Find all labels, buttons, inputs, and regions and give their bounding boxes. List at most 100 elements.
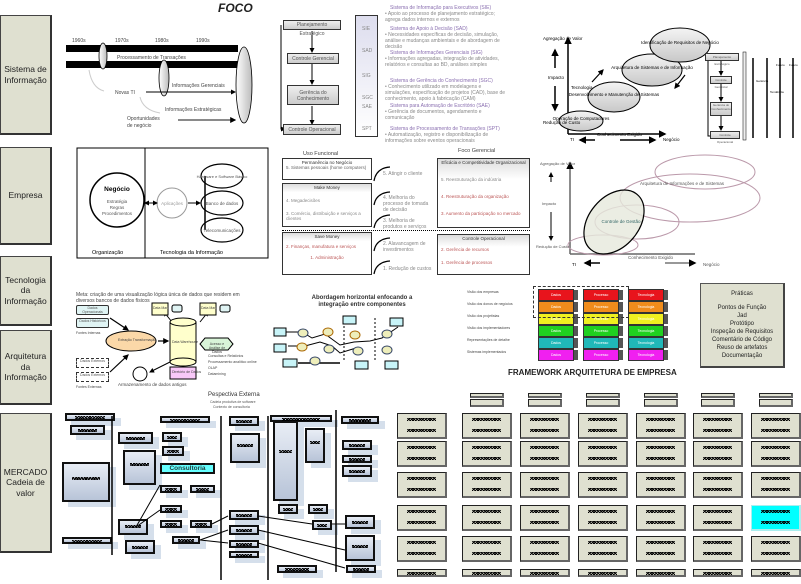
grid-cell[interactable] [578, 413, 628, 439]
grid-footer[interactable] [751, 569, 801, 577]
grid-cell[interactable] [520, 413, 570, 439]
grid-header[interactable] [528, 399, 562, 407]
value-chain-box[interactable] [70, 425, 105, 435]
value-chain-box[interactable] [345, 535, 375, 561]
value-chain-box[interactable] [62, 537, 112, 544]
framework-cell[interactable]: Tecnologia [628, 313, 664, 325]
grid-footer[interactable] [693, 569, 743, 577]
value-chain-box[interactable] [229, 416, 259, 426]
framework-cell[interactable]: Processo [583, 337, 619, 349]
grid-cell[interactable] [636, 441, 686, 467]
value-chain-box[interactable] [342, 455, 372, 463]
value-chain-box[interactable] [278, 504, 298, 514]
grid-cell[interactable] [751, 441, 801, 467]
grid-header[interactable] [759, 393, 793, 398]
value-chain-box[interactable] [160, 485, 182, 493]
framework-cell[interactable]: Processo [583, 289, 619, 301]
grid-cell[interactable] [462, 536, 512, 562]
grid-header[interactable] [528, 393, 562, 398]
grid-cell[interactable] [751, 413, 801, 439]
value-chain-box[interactable] [229, 551, 259, 558]
grid-cell[interactable] [578, 536, 628, 562]
framework-cell[interactable]: Processo [583, 325, 619, 337]
value-chain-box[interactable] [342, 465, 372, 477]
grid-cell[interactable] [636, 536, 686, 562]
grid-cell[interactable] [751, 472, 801, 498]
framework-cell[interactable]: Dados [538, 325, 574, 337]
grid-cell[interactable] [636, 472, 686, 498]
grid-cell[interactable] [397, 441, 447, 467]
value-chain-box[interactable] [305, 428, 325, 463]
framework-cell[interactable]: Tecnologia [628, 289, 664, 301]
framework-cell[interactable]: Dados [538, 301, 574, 313]
grid-cell[interactable] [462, 505, 512, 531]
framework-cell[interactable]: Dados [538, 289, 574, 301]
value-chain-box[interactable] [229, 540, 259, 548]
grid-footer[interactable] [462, 569, 512, 577]
value-chain-box[interactable] [229, 510, 259, 520]
framework-cell[interactable]: Tecnologia [628, 337, 664, 349]
value-chain-box[interactable] [273, 421, 298, 501]
value-chain-box[interactable] [308, 504, 328, 514]
grid-header[interactable] [586, 393, 620, 398]
framework-cell[interactable]: Dados [538, 337, 574, 349]
grid-footer[interactable] [397, 569, 447, 577]
grid-cell[interactable] [636, 505, 686, 531]
grid-cell[interactable] [520, 441, 570, 467]
grid-footer[interactable] [636, 569, 686, 577]
grid-cell[interactable] [693, 505, 743, 531]
value-chain-box[interactable] [160, 505, 182, 513]
grid-cell[interactable] [751, 536, 801, 562]
value-chain-box[interactable] [162, 432, 182, 442]
grid-cell[interactable] [520, 536, 570, 562]
grid-cell[interactable] [578, 441, 628, 467]
framework-cell[interactable]: Processo [583, 313, 619, 325]
grid-cell[interactable] [693, 413, 743, 439]
value-chain-box[interactable] [118, 519, 148, 535]
grid-cell[interactable] [462, 472, 512, 498]
value-chain-box[interactable] [190, 520, 212, 528]
grid-footer[interactable] [520, 569, 570, 577]
framework-cell[interactable]: Processo [583, 301, 619, 313]
grid-header[interactable] [759, 399, 793, 407]
grid-header[interactable] [644, 399, 678, 407]
value-chain-box[interactable] [65, 413, 115, 421]
value-chain-box[interactable] [160, 416, 210, 423]
grid-cell[interactable] [693, 441, 743, 467]
value-chain-box[interactable] [270, 415, 332, 422]
value-chain-box[interactable] [162, 446, 184, 456]
grid-header[interactable] [701, 399, 735, 407]
grid-cell[interactable] [397, 536, 447, 562]
value-chain-box[interactable] [123, 450, 156, 485]
grid-cell[interactable] [578, 505, 628, 531]
grid-header[interactable] [701, 393, 735, 398]
grid-cell[interactable] [397, 472, 447, 498]
value-chain-box[interactable] [118, 432, 153, 444]
grid-cell[interactable] [397, 505, 447, 531]
value-chain-box[interactable] [125, 540, 155, 554]
grid-header[interactable] [470, 399, 504, 407]
consultoria-box[interactable]: Consultoria [160, 463, 215, 474]
value-chain-box[interactable] [345, 515, 375, 529]
grid-cell[interactable] [578, 472, 628, 498]
grid-cell[interactable] [520, 505, 570, 531]
grid-cell[interactable] [520, 472, 570, 498]
value-chain-box[interactable] [341, 416, 379, 424]
value-chain-box[interactable] [312, 520, 332, 530]
grid-cell[interactable] [693, 472, 743, 498]
grid-footer[interactable] [578, 569, 628, 577]
grid-cell[interactable] [397, 413, 447, 439]
value-chain-box[interactable] [172, 536, 200, 544]
framework-cell[interactable]: Tecnologia [628, 325, 664, 337]
framework-cell[interactable]: Tecnologia [628, 349, 664, 361]
value-chain-box[interactable] [346, 565, 376, 573]
grid-cell[interactable] [693, 536, 743, 562]
grid-cell[interactable] [462, 413, 512, 439]
value-chain-box[interactable] [62, 462, 110, 502]
grid-cell[interactable] [462, 441, 512, 467]
value-chain-box[interactable] [277, 565, 317, 573]
value-chain-box[interactable] [230, 433, 260, 463]
grid-header[interactable] [644, 393, 678, 398]
framework-cell[interactable]: Dados [538, 313, 574, 325]
value-chain-box[interactable] [342, 440, 372, 450]
